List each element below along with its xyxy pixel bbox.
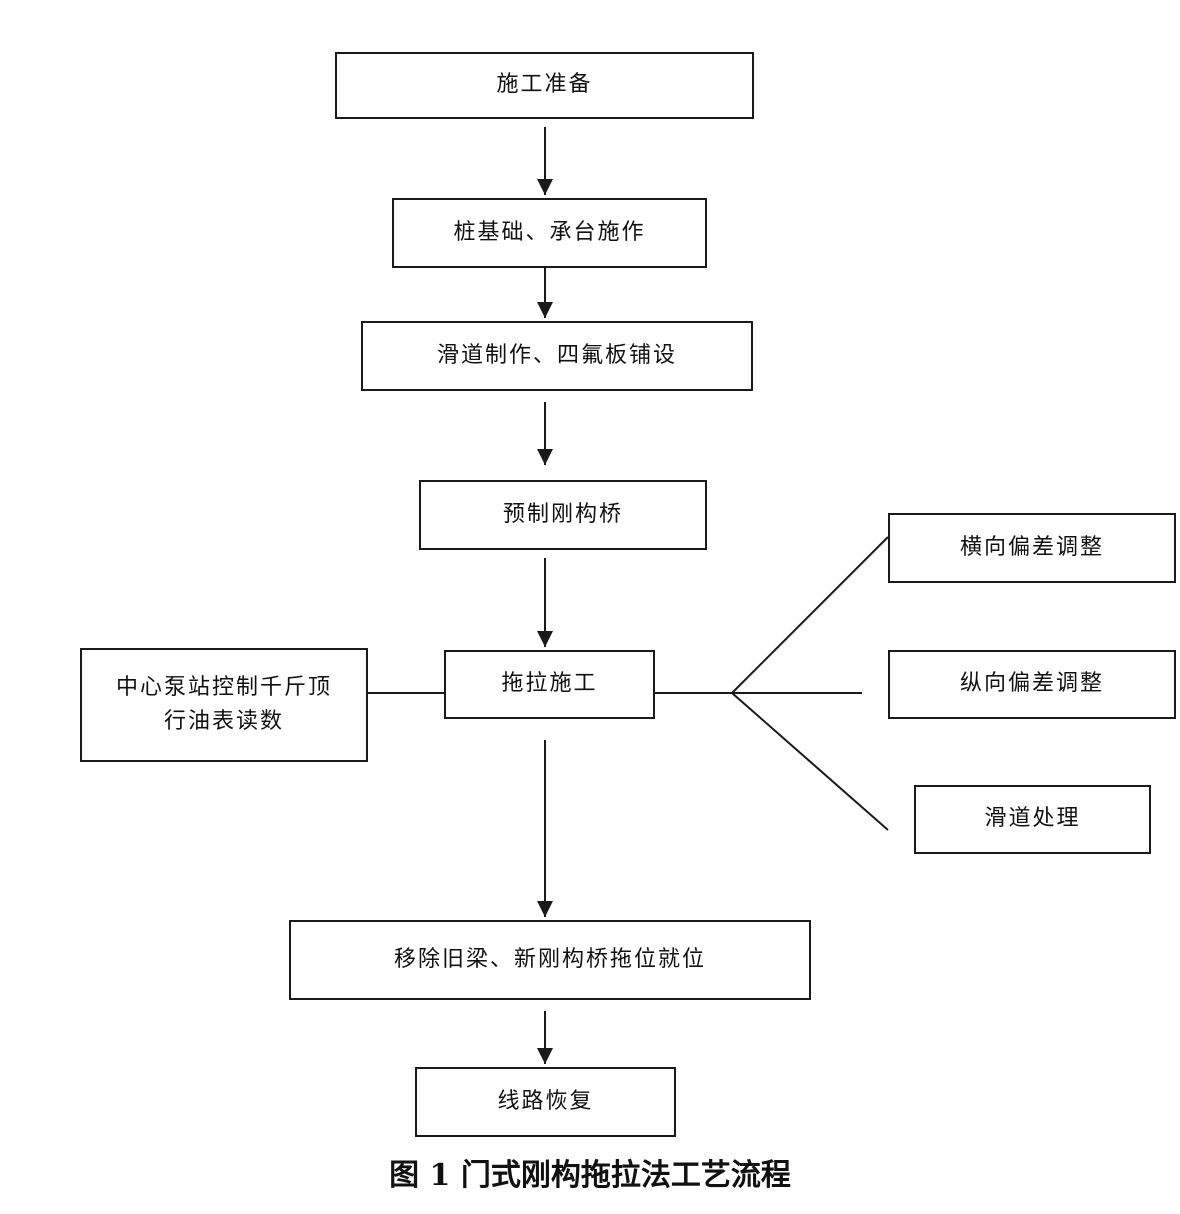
- side-pump-line1: 中心泵站控制千斤顶: [115, 674, 332, 700]
- step-drag-label: 拖拉施工: [501, 671, 598, 697]
- side-lateral-box: 横向偏差调整: [888, 513, 1176, 583]
- step-prep-box: 施工准备: [335, 52, 754, 119]
- step-restore-label: 线路恢复: [497, 1088, 594, 1114]
- side-slide-treatment-box: 滑道处理: [914, 785, 1151, 854]
- branch-to-slide-treatment: [731, 692, 889, 831]
- side-longitudinal-box: 纵向偏差调整: [888, 650, 1176, 719]
- step-slide-box: 滑道制作、四氟板铺设: [361, 321, 753, 391]
- step-remove-box: 移除旧梁、新刚构桥拖位就位: [289, 920, 811, 1000]
- step-prep-label: 施工准备: [496, 72, 593, 98]
- step-restore-box: 线路恢复: [415, 1067, 676, 1137]
- step-pile-label: 桩基础、承台施作: [453, 219, 646, 245]
- step-drag-box: 拖拉施工: [444, 650, 655, 719]
- step-prefab-label: 预制刚构桥: [502, 501, 623, 527]
- side-longitudinal-label: 纵向偏差调整: [959, 671, 1104, 697]
- side-lateral-label: 横向偏差调整: [959, 534, 1104, 560]
- side-pump-line2: 行油表读数: [163, 709, 284, 734]
- side-slide-treatment-label: 滑道处理: [984, 806, 1081, 832]
- step-remove-label: 移除旧梁、新刚构桥拖位就位: [393, 946, 706, 972]
- branch-to-lateral: [731, 536, 889, 694]
- step-slide-label: 滑道制作、四氟板铺设: [436, 342, 677, 368]
- side-pump-box: 中心泵站控制千斤顶 行油表读数: [80, 648, 368, 762]
- figure-caption: 图 1 门式刚构拖拉法工艺流程: [389, 1158, 791, 1193]
- step-prefab-box: 预制刚构桥: [419, 480, 707, 550]
- step-pile-box: 桩基础、承台施作: [392, 198, 707, 268]
